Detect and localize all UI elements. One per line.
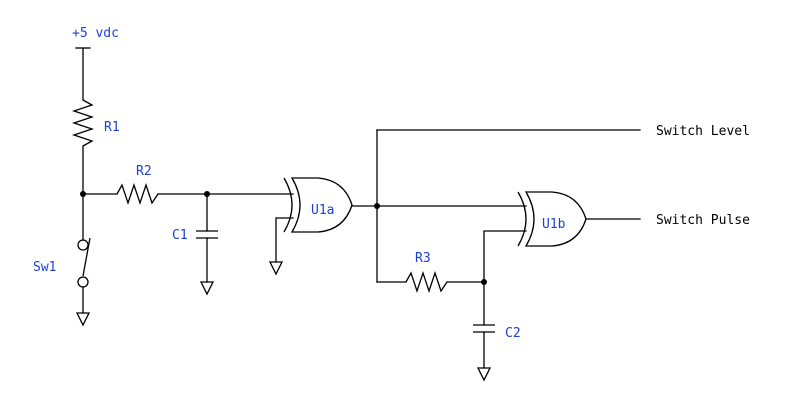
switch-pulse-label: Switch Pulse xyxy=(656,213,750,228)
ground-symbol-c1 xyxy=(199,281,215,296)
c1-label: C1 xyxy=(172,228,188,243)
junction-dot xyxy=(204,191,210,197)
u1a-label: U1a xyxy=(311,203,334,218)
junction-dot xyxy=(374,203,380,209)
capacitor-c1 xyxy=(196,230,218,239)
capacitor-c2 xyxy=(473,324,495,333)
resistor-r1 xyxy=(71,99,95,147)
u1b-label: U1b xyxy=(542,217,566,232)
resistor-r2 xyxy=(116,182,159,206)
xor-gate-u1a xyxy=(283,177,353,233)
supply-terminal xyxy=(75,47,91,101)
junction-dot xyxy=(80,191,86,197)
wire-u1a-input-to-ground xyxy=(275,217,294,263)
ground-symbol-u1a xyxy=(268,261,284,276)
r2-label: R2 xyxy=(136,164,152,179)
junction-dot xyxy=(481,279,487,285)
ground-symbol-sw1 xyxy=(75,312,91,327)
switch-level-label: Switch Level xyxy=(656,124,750,139)
wire-u1b-input-2 xyxy=(483,230,527,326)
r3-label: R3 xyxy=(415,251,431,266)
c2-label: C2 xyxy=(505,326,521,341)
r1-label: R1 xyxy=(104,120,120,135)
switch-sw1 xyxy=(77,237,91,288)
supply-label: +5 vdc xyxy=(72,26,119,41)
ground-symbol-c2 xyxy=(476,367,492,382)
resistor-r3 xyxy=(405,270,448,294)
sw1-label: Sw1 xyxy=(33,260,56,275)
xor-gate-u1b xyxy=(517,191,587,247)
